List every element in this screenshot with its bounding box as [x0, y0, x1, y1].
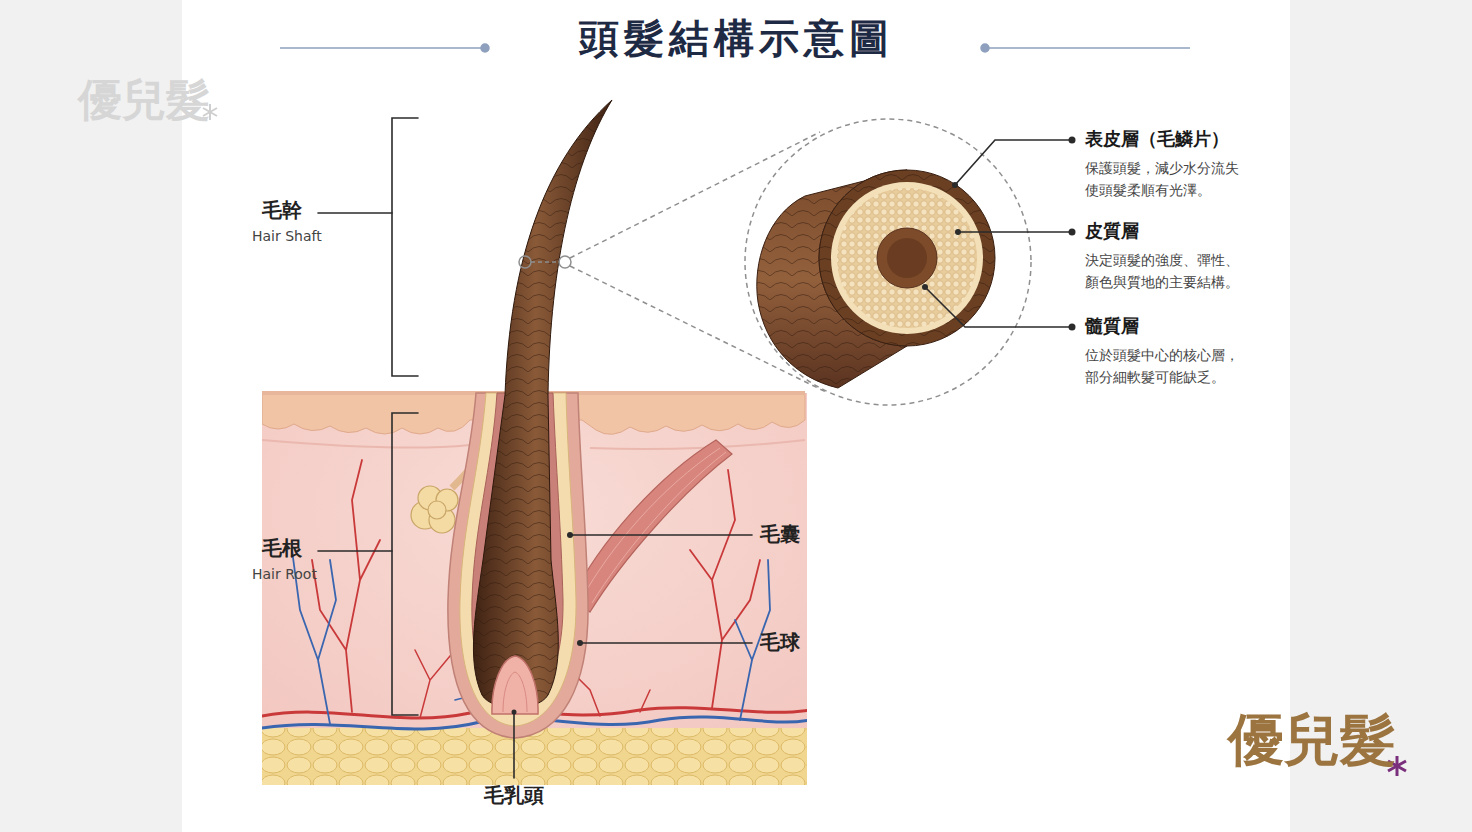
dermal-papilla	[492, 656, 538, 714]
part-label: 毛根	[262, 536, 302, 560]
leader-line	[318, 118, 1072, 778]
part-label: 毛乳頭	[484, 783, 544, 807]
leader-dot	[512, 137, 1076, 715]
part-label: 毛囊	[760, 522, 800, 546]
hair-shaft	[473, 100, 612, 708]
layer-heading: 表皮層（毛鱗片）	[1085, 128, 1229, 150]
watermark: 優兒髮	[78, 74, 210, 127]
part-label: 毛幹	[262, 198, 302, 222]
part-label: 毛球	[760, 630, 800, 654]
diagram-title: 頭髮結構示意圖	[579, 14, 894, 62]
hair-cross-section	[757, 170, 995, 388]
layer-description: 決定頭髮的強度、彈性、 顏色與質地的主要結構。	[1085, 249, 1247, 293]
part-label-english: Hair Shaft	[252, 228, 322, 245]
layer-description: 保護頭髮，減少水分流失 使頭髮柔順有光澤。	[1085, 157, 1247, 201]
layer-description: 位於頭髮中心的核心層， 部分細軟髮可能缺乏。	[1085, 344, 1247, 388]
watermark: 優兒髮	[1228, 706, 1396, 773]
zoom-callout	[519, 119, 1031, 405]
layer-heading: 髓質層	[1085, 315, 1139, 337]
layer-heading: 皮質層	[1085, 220, 1139, 242]
part-label-english: Hair Root	[252, 566, 317, 583]
